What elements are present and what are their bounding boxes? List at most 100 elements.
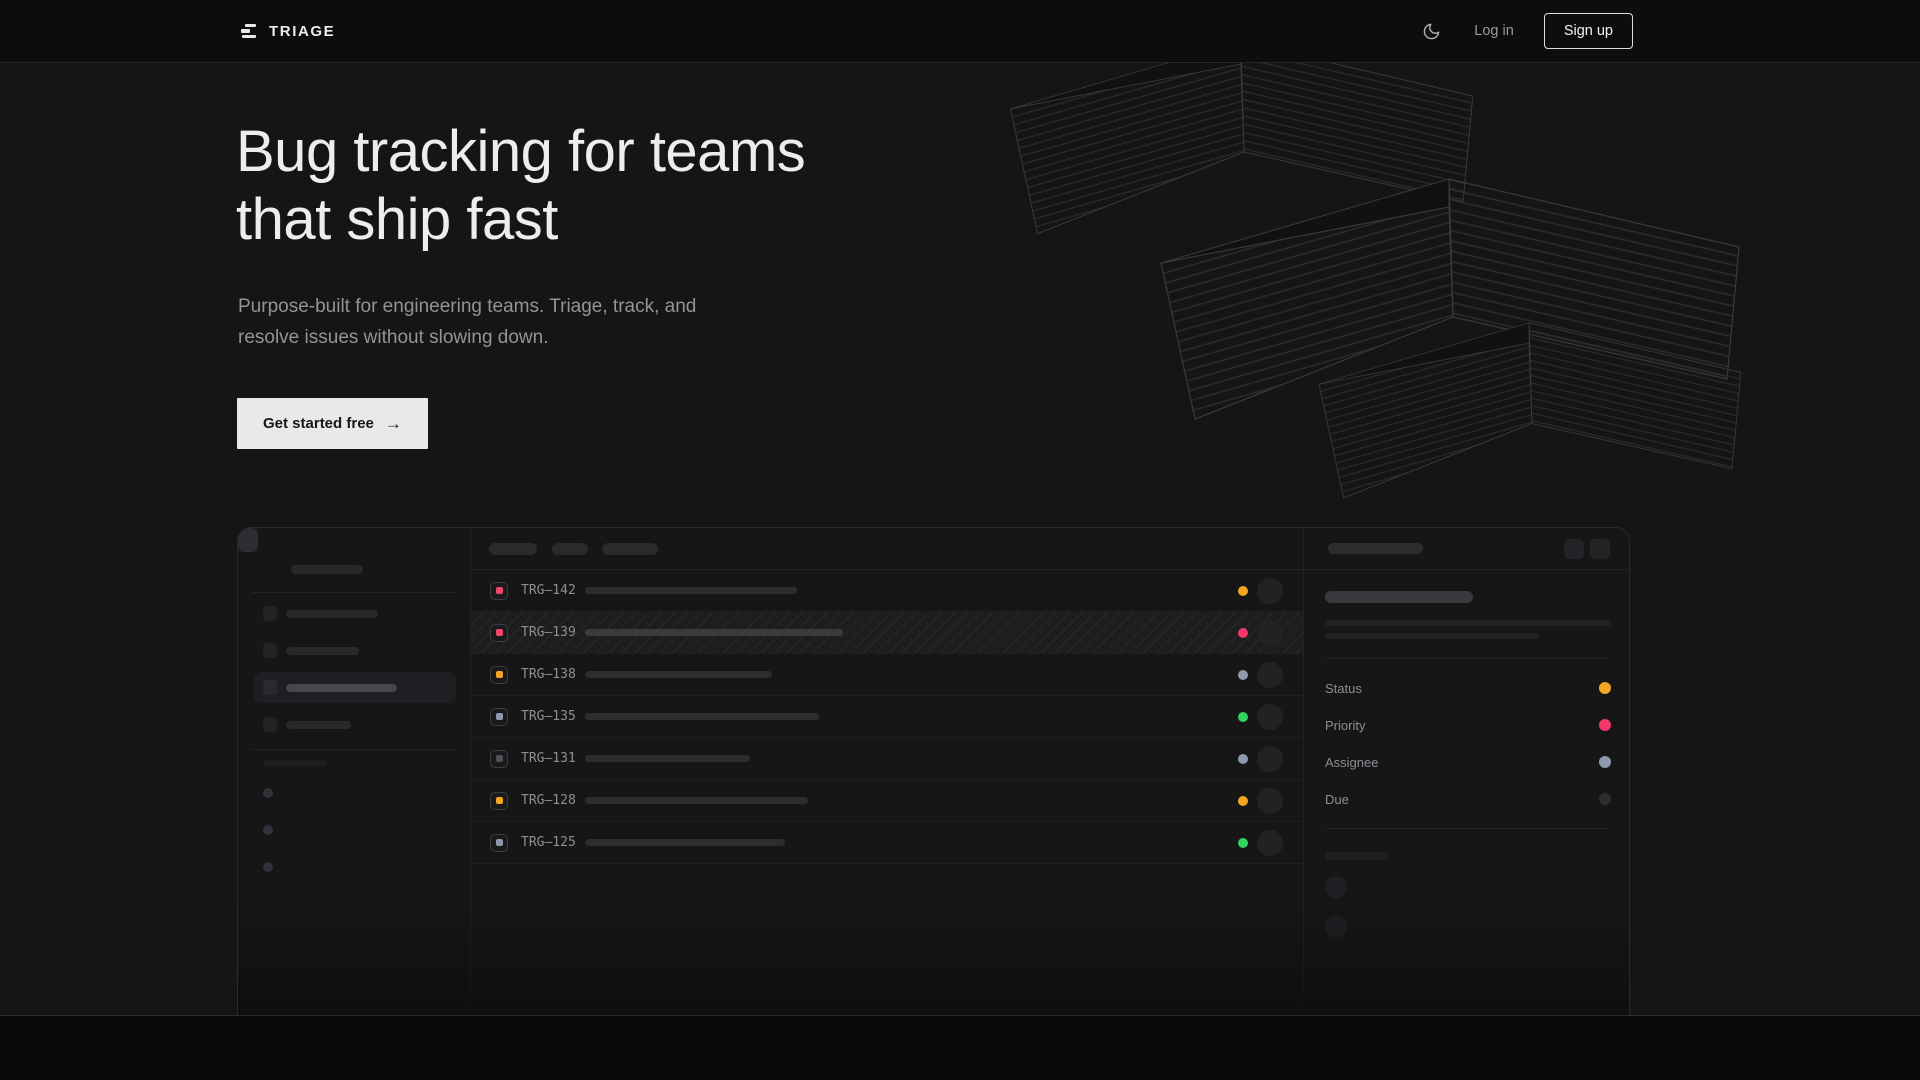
get-started-button[interactable]: Get started free → <box>237 398 428 449</box>
dark-mode-toggle[interactable] <box>1418 18 1444 44</box>
issue-title-skeleton <box>585 755 750 762</box>
issue-row: TRG–125 <box>471 822 1303 864</box>
issue-row: TRG–138 <box>471 654 1303 696</box>
mockup-issue-list-pane: TRG–142 TRG–139 TRG–138 TRG–135 TRG–131 … <box>471 528 1303 1015</box>
comment-avatar-skeleton <box>1325 876 1347 898</box>
issue-type-icon <box>490 581 508 600</box>
sidebar-section-label-skeleton <box>263 760 327 767</box>
moon-icon <box>1423 23 1440 39</box>
sidebar-nav-label-skeleton <box>286 721 351 729</box>
issue-assignee-avatar <box>1257 661 1283 688</box>
issue-row: TRG–128 <box>471 780 1303 822</box>
issue-id: TRG–125 <box>521 835 576 850</box>
issue-title-skeleton <box>585 587 797 594</box>
sidebar-nav-icon-skeleton <box>263 717 277 732</box>
issue-title-skeleton <box>585 839 785 846</box>
issue-title-skeleton <box>585 671 772 678</box>
sidebar-divider <box>252 749 456 750</box>
tab-skeleton <box>602 543 658 555</box>
issue-type-icon <box>490 791 508 810</box>
mockup-detail-panel: Status Priority Assignee Due <box>1303 528 1629 1015</box>
issue-id: TRG–135 <box>521 709 576 724</box>
issue-status-dot <box>1238 837 1248 848</box>
wireframe-ribbons-decoration <box>1009 42 1742 499</box>
detail-field-value-dot <box>1599 756 1611 768</box>
issue-title-skeleton <box>585 797 808 804</box>
issue-list: TRG–142 TRG–139 TRG–138 TRG–135 TRG–131 … <box>471 570 1303 864</box>
issue-row: TRG–142 <box>471 570 1303 612</box>
detail-field-row: Due <box>1325 789 1611 809</box>
detail-description-skeleton <box>1325 620 1611 626</box>
detail-divider <box>1325 828 1610 829</box>
sidebar-dot-skeleton <box>263 862 273 872</box>
detail-action-button-skeleton <box>1590 539 1610 559</box>
arrow-right-icon: → <box>384 413 402 433</box>
mockup-sidebar <box>238 528 471 1015</box>
tab-skeleton <box>489 543 537 555</box>
detail-description-skeleton <box>1325 633 1539 639</box>
brand-name: TRIAGE <box>269 22 336 40</box>
issue-type-icon <box>490 707 508 726</box>
issue-id: TRG–138 <box>521 667 576 682</box>
issue-assignee-avatar <box>1257 787 1283 814</box>
issue-status-dot <box>1238 753 1248 764</box>
sidebar-dot-skeleton <box>263 788 273 798</box>
issue-row: TRG–139 <box>471 612 1303 654</box>
triage-bars-icon <box>240 23 256 39</box>
workspace-avatar-skeleton <box>238 528 258 552</box>
issue-status-dot <box>1238 795 1248 806</box>
issue-row: TRG–131 <box>471 738 1303 780</box>
sidebar-nav-label-skeleton <box>286 647 359 655</box>
detail-breadcrumb-skeleton <box>1328 543 1423 554</box>
detail-title-skeleton <box>1325 591 1473 603</box>
detail-field-value-dot <box>1599 719 1611 731</box>
issue-status-dot <box>1238 627 1248 638</box>
sidebar-dot-skeleton <box>263 825 273 835</box>
nav-right: Log in Sign up <box>1418 13 1633 49</box>
issue-assignee-avatar <box>1257 619 1283 646</box>
issue-assignee-avatar <box>1257 745 1283 772</box>
sidebar-nav-icon-skeleton <box>263 680 277 695</box>
hero-subtitle: Purpose-built for engineering teams. Tri… <box>238 296 697 348</box>
detail-field-label: Status <box>1325 680 1362 696</box>
brand-logo[interactable]: TRIAGE <box>240 23 335 40</box>
tab-skeleton <box>552 543 588 555</box>
issue-assignee-avatar <box>1257 577 1283 604</box>
issue-type-icon <box>490 749 508 768</box>
issue-title-skeleton <box>585 629 843 636</box>
detail-field-label: Assignee <box>1325 754 1379 770</box>
issue-type-icon <box>490 623 508 642</box>
detail-field-row: Priority <box>1325 715 1611 735</box>
detail-divider <box>1325 658 1610 659</box>
issue-status-dot <box>1238 669 1248 680</box>
detail-field-value-dot <box>1599 793 1611 805</box>
detail-field-row: Assignee <box>1325 752 1611 772</box>
workspace-name-skeleton <box>291 565 363 574</box>
sidebar-nav-label-skeleton <box>286 610 378 618</box>
signup-button[interactable]: Sign up <box>1543 13 1633 49</box>
detail-header <box>1304 528 1629 570</box>
cta-label: Get started free <box>263 415 374 432</box>
issue-status-dot <box>1238 711 1248 722</box>
issue-row: TRG–135 <box>471 696 1303 738</box>
issue-id: TRG–128 <box>521 793 576 808</box>
sidebar-nav-icon-skeleton <box>263 606 277 621</box>
sidebar-nav-label-skeleton-active <box>286 684 397 692</box>
comment-avatar-skeleton <box>1325 916 1347 938</box>
detail-field-label: Due <box>1325 791 1349 807</box>
mockup-list-header <box>471 528 1303 570</box>
sidebar-divider <box>252 592 456 593</box>
detail-field-label: Priority <box>1325 717 1366 733</box>
issue-type-icon <box>490 833 508 852</box>
issue-type-icon <box>490 665 508 684</box>
sidebar-nav-icon-skeleton <box>263 643 277 658</box>
login-link[interactable]: Log in <box>1474 23 1514 39</box>
detail-field-value-dot <box>1599 682 1611 694</box>
top-nav: TRIAGE Log in Sign up <box>0 0 1920 63</box>
issue-id: TRG–131 <box>521 751 576 766</box>
detail-action-button-skeleton <box>1564 539 1584 559</box>
footer-strip <box>0 1015 1920 1080</box>
issue-id: TRG–139 <box>521 625 576 640</box>
